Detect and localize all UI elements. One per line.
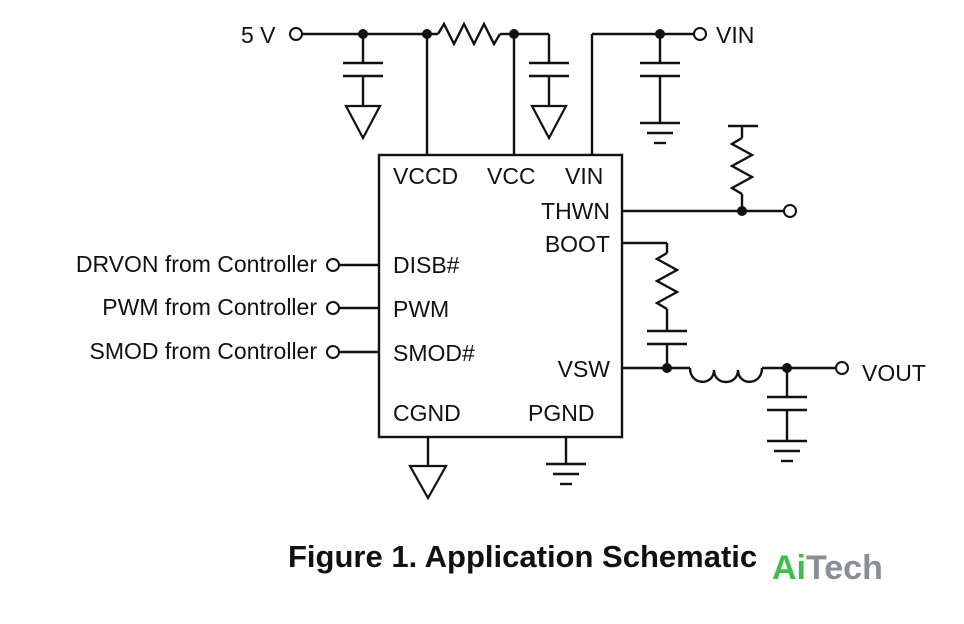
terminal-pwm [326,301,340,315]
vcc-series-resistor [436,21,502,47]
pin-pwm: PWM [393,296,449,322]
pin-pgnd: PGND [528,400,594,426]
net-label-vin: VIN [716,22,754,48]
pin-vcc: VCC [487,163,536,189]
power-ground-icon [767,439,807,463]
vout-net [622,361,849,463]
net-label-vout: VOUT [862,360,926,386]
ground-triangle-icon [530,104,568,141]
supply-5v-net [289,21,569,155]
pin-smod: SMOD# [393,340,475,366]
pin-vin: VIN [565,163,603,189]
pin-vsw: VSW [558,356,611,382]
pin-cgnd: CGND [393,400,461,426]
input-label-smod: SMOD from Controller [90,338,318,364]
thwn-net [622,124,797,218]
watermark-logo: AiTech [772,549,883,587]
terminal-5v [289,27,303,41]
driver-ic-body [377,153,624,439]
pin-vccd: VCCD [393,163,458,189]
terminal-drvon [326,258,340,272]
power-ground-icon [546,462,586,486]
pgnd-net [546,437,586,486]
pin-boot: BOOT [545,231,610,257]
watermark-ai: Ai [772,549,806,587]
terminal-smod [326,345,340,359]
boot-net [622,241,687,368]
output-inductor [688,367,764,384]
pin-thwn: THWN [541,198,610,224]
svg-text:AiTech: AiTech [772,549,883,587]
input-label-drvon: DRVON from Controller [76,251,317,277]
watermark-tech: Tech [806,549,883,587]
control-inputs [326,258,379,359]
terminal-thwn [783,204,797,218]
power-ground-icon [640,121,680,145]
vin-net [590,27,707,155]
ground-triangle-icon [408,464,448,501]
net-label-5v: 5 V [241,22,276,48]
thwn-pullup-resistor [729,136,755,196]
input-label-pwm: PWM from Controller [102,294,317,320]
terminal-vin [693,27,707,41]
boot-resistor [654,251,680,311]
ground-triangle-icon [344,104,382,141]
cgnd-net [408,437,448,501]
pin-disb: DISB# [393,252,460,278]
terminal-vout [835,361,849,375]
figure-caption: Figure 1. Application Schematic [288,539,757,574]
